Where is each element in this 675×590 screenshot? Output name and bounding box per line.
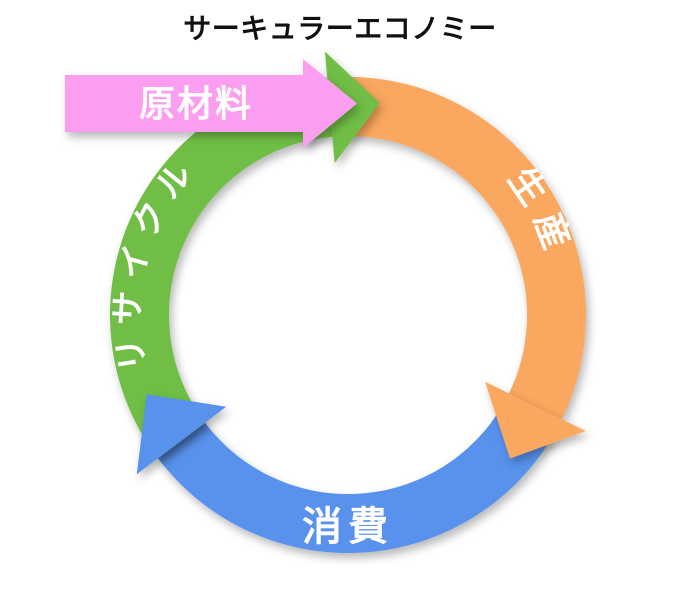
consumption-label: 消費 <box>302 504 394 550</box>
input-arrow-icon <box>65 59 357 148</box>
production-arrowhead-icon <box>485 381 586 459</box>
recycle-arc <box>109 77 333 459</box>
consumption-arc <box>157 396 561 554</box>
production-arc <box>339 76 586 420</box>
input-arrow-label: 原材料 <box>139 84 253 125</box>
consumption-arrowhead-icon <box>136 394 227 475</box>
diagram-title: サーキュラーエコノミー <box>183 12 497 45</box>
